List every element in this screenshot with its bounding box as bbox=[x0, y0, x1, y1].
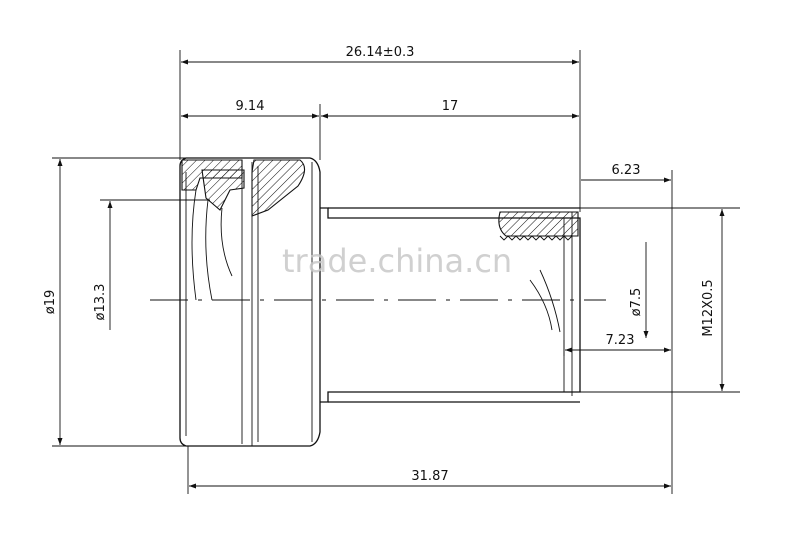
dim-aperture-diameter: ø13.3 bbox=[93, 284, 108, 321]
dimension-lines bbox=[57, 59, 725, 489]
dim-outer-diameter: ø19 bbox=[43, 290, 58, 315]
dim-barrel-length: 17 bbox=[442, 99, 459, 114]
dim-thread-spec: M12X0.5 bbox=[701, 279, 716, 336]
watermark: trade.china.cn bbox=[282, 242, 512, 280]
extension-lines bbox=[52, 50, 740, 494]
barrel bbox=[320, 207, 581, 403]
dim-overall-flange-length: 26.14±0.3 bbox=[346, 45, 415, 60]
dim-flange-to-thread-end: 6.23 bbox=[612, 163, 641, 178]
front-flange bbox=[179, 157, 321, 447]
dim-rear-diameter: ø7.5 bbox=[629, 288, 644, 317]
dim-thread-to-sensor: 7.23 bbox=[606, 333, 635, 348]
dim-total-length: 31.87 bbox=[411, 469, 448, 484]
dim-front-section-length: 9.14 bbox=[236, 99, 265, 114]
